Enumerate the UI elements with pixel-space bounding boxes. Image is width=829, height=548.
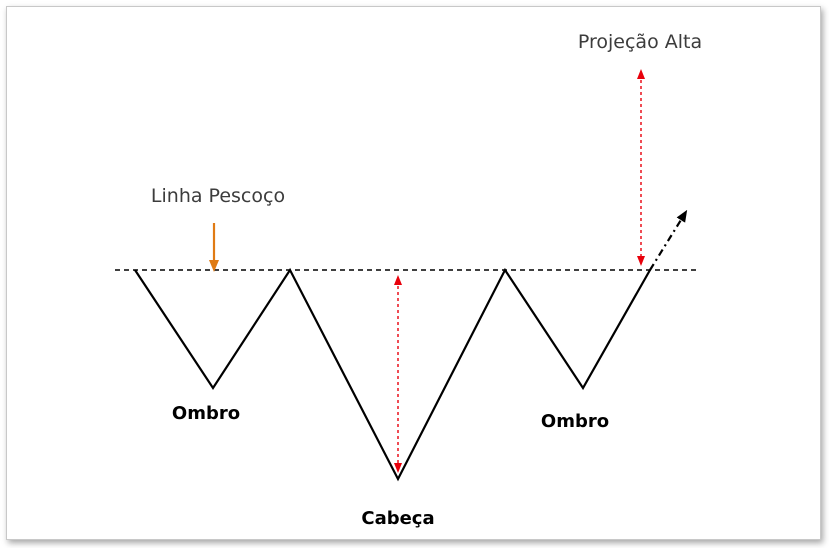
label-linha-pescoco: Linha Pescoço xyxy=(151,185,285,207)
label-ombro-esquerdo: Ombro xyxy=(172,403,240,424)
label-ombro-direito: Ombro xyxy=(541,411,609,432)
label-cabeca: Cabeça xyxy=(361,508,434,529)
breakout-arrow-icon xyxy=(649,209,688,271)
price-path xyxy=(134,267,651,482)
label-projecao-alta: Projeção Alta xyxy=(578,31,702,53)
